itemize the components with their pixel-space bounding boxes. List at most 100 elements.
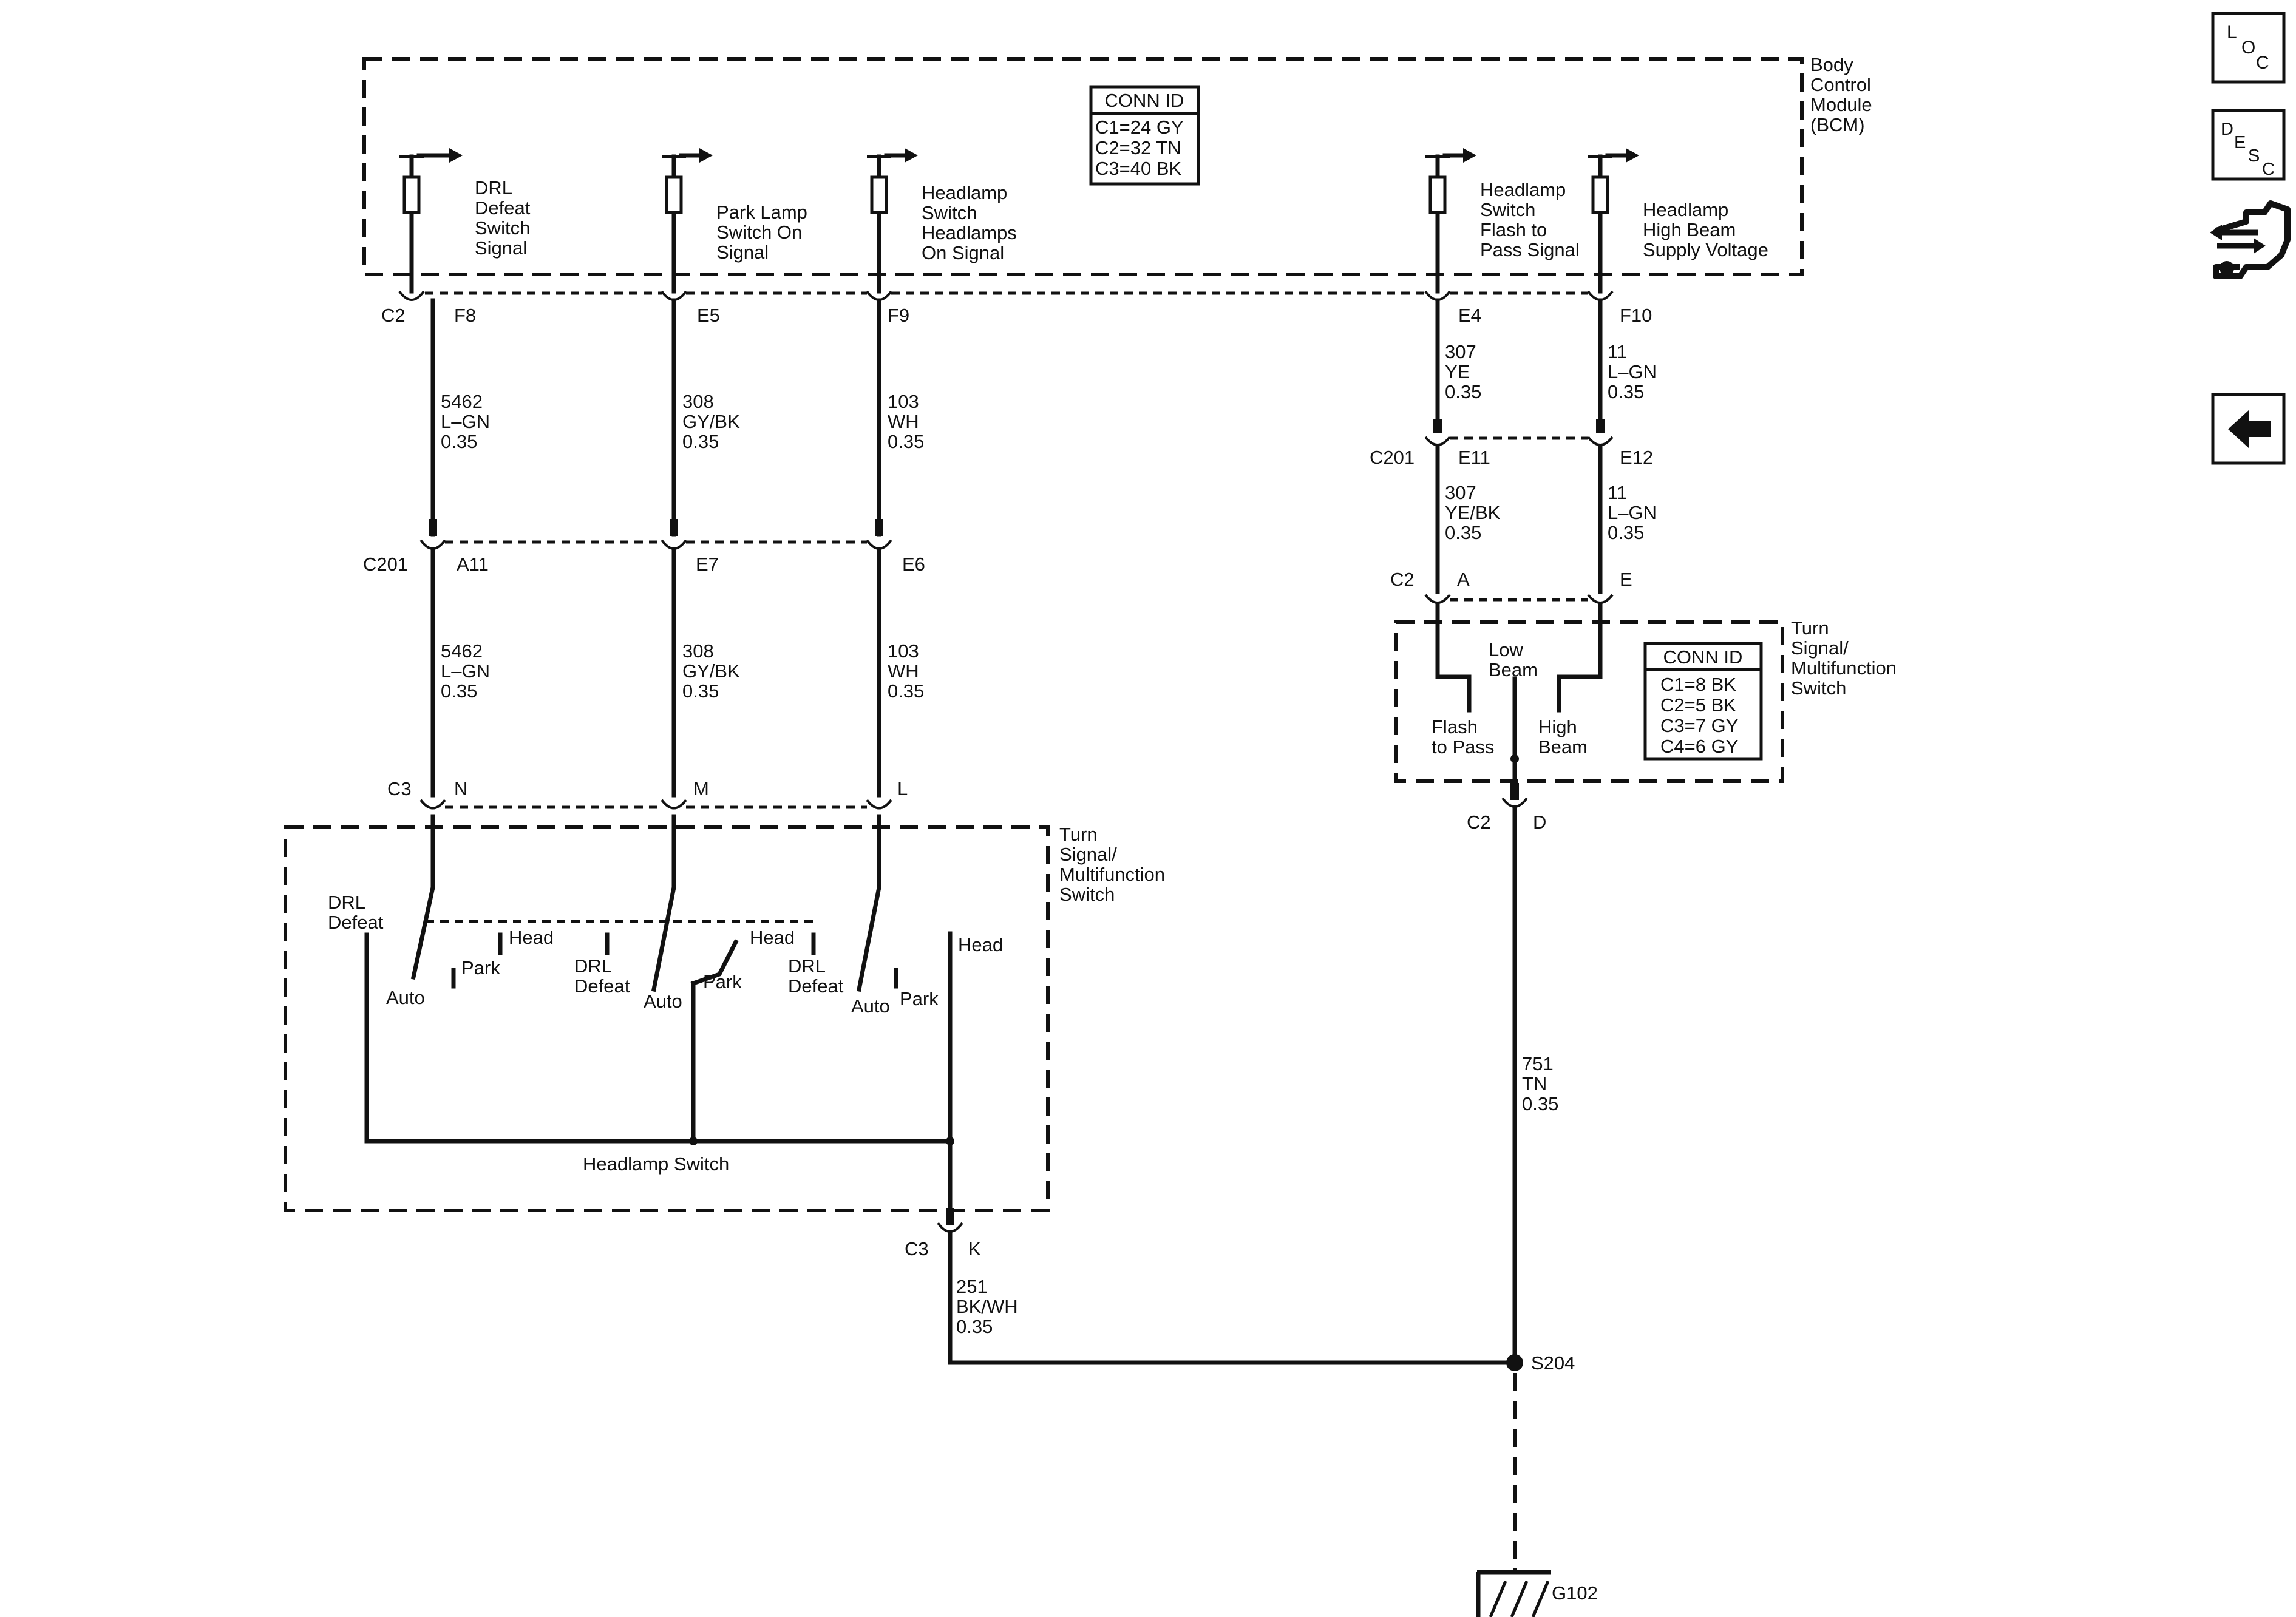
ground-g102: G102 — [1476, 1373, 1598, 1617]
wire-751: 751 TN 0.35 — [1512, 805, 1558, 1365]
back-arrow-button[interactable] — [2211, 393, 2286, 465]
wire-11-gauge: 0.35 — [1608, 381, 1644, 402]
c2-tsm-bottom-name: C2 — [1467, 812, 1491, 833]
wires-upper-right: 307 YE 0.35 11 L–GN 0.35 — [1433, 298, 1657, 433]
pin-e: E — [1620, 569, 1632, 590]
pin-d: D — [1533, 812, 1546, 833]
pos-park-1: Park — [461, 957, 500, 978]
pin-m: M — [693, 778, 709, 799]
bcm-signal-high-beam-supply — [1598, 148, 1639, 294]
c201-right-name: C201 — [1370, 447, 1415, 468]
wire-5462-lower-color: L–GN — [441, 660, 490, 682]
drl-defeat-signal-line-3: Switch — [475, 217, 530, 239]
connector-c3-left: C3 N M L — [387, 778, 908, 810]
connector-tool-icon[interactable] — [2210, 200, 2291, 279]
pos-low-beam-line-2: Beam — [1489, 659, 1538, 680]
tsm-left-label-line-1: Turn — [1059, 824, 1098, 845]
wire-308-circuit: 308 — [682, 391, 714, 412]
loc-letter-c: C — [2256, 53, 2269, 73]
bcm-label-line-3: Module — [1810, 94, 1872, 115]
tsm-right-label-line-4: Switch — [1791, 677, 1846, 699]
ground-g102-label: G102 — [1552, 1582, 1598, 1604]
desc-button[interactable]: D E S C — [2211, 109, 2286, 181]
tsm-conn-id-line-2: C2=5 BK — [1660, 694, 1736, 716]
wire-11-lower-gauge: 0.35 — [1608, 522, 1644, 543]
splice-s204: S204 — [1506, 1352, 1575, 1374]
wire-11-lower-circuit: 11 — [1608, 482, 1627, 503]
connector-c201-right: C201 E11 E12 — [1370, 436, 1653, 468]
pin-n: N — [454, 778, 467, 799]
bcm-label-line-2: Control — [1810, 74, 1871, 95]
c3-left-name: C3 — [387, 778, 412, 799]
desc-letter-s: S — [2248, 146, 2260, 166]
wire-11-lower-color: L–GN — [1608, 502, 1657, 523]
wire-308-gauge: 0.35 — [682, 431, 719, 452]
pin-f10: F10 — [1620, 305, 1652, 326]
flash-to-pass-signal-line-3: Flash to — [1480, 219, 1547, 240]
park-lamp-signal-line-3: Signal — [716, 242, 769, 263]
pos-auto-1: Auto — [386, 987, 425, 1008]
pos-drl-defeat-3-line-1: DRL — [788, 955, 826, 977]
wire-308-lower-gauge: 0.35 — [682, 680, 719, 702]
desc-letter-d: D — [2221, 120, 2233, 139]
loc-button[interactable]: L O C — [2211, 12, 2286, 84]
wire-5462-lower-gauge: 0.35 — [441, 680, 477, 702]
flash-to-pass-signal-line-2: Switch — [1480, 199, 1535, 220]
wire-307-circuit: 307 — [1445, 341, 1476, 362]
bcm-conn-id-line-2: C2=32 TN — [1095, 137, 1181, 158]
pos-head-3: Head — [958, 934, 1003, 955]
pos-drl-defeat-2-line-2: Defeat — [574, 975, 630, 997]
bcm-conn-id-line-3: C3=40 BK — [1095, 158, 1182, 179]
tsm-right-label-line-3: Multifunction — [1791, 657, 1897, 679]
pos-high-beam-line-1: High — [1538, 716, 1577, 737]
pin-f8: F8 — [454, 305, 476, 326]
tsm-conn-id-line-1: C1=8 BK — [1660, 674, 1736, 695]
headlamp-switch-label: Headlamp Switch — [583, 1153, 729, 1175]
wire-307-gauge: 0.35 — [1445, 381, 1481, 402]
tsm-left-label-line-4: Switch — [1059, 884, 1115, 905]
c3-bottom-name: C3 — [905, 1238, 929, 1259]
connector-c3-bottom: C3 K — [905, 1208, 981, 1259]
wire-251: 251 BK/WH 0.35 — [948, 1230, 1517, 1365]
pos-flash-to-pass-line-1: Flash — [1432, 716, 1478, 737]
pos-park-2: Park — [703, 971, 742, 992]
wire-103-lower-gauge: 0.35 — [888, 680, 924, 702]
wire-307-lower-gauge: 0.35 — [1445, 522, 1481, 543]
high-beam-supply-line-2: High Beam — [1643, 219, 1736, 240]
wires-upper-left: 5462 L–GN 0.35 308 GY/BK 0.35 103 WH 0.3… — [429, 298, 924, 537]
wires-lower-right: 307 YE/BK 0.35 11 L–GN 0.35 — [1435, 444, 1657, 594]
connector-c2-bcm: C2 F8 E5 F9 E4 F10 — [381, 290, 1652, 326]
wire-308-lower-color: GY/BK — [682, 660, 740, 682]
pos-auto-3: Auto — [851, 995, 890, 1017]
wire-251-color: BK/WH — [956, 1296, 1018, 1317]
wire-251-circuit: 251 — [956, 1276, 988, 1297]
bcm-conn-id-title: CONN ID — [1105, 90, 1184, 111]
wire-751-color: TN — [1522, 1073, 1547, 1094]
c201-left-name: C201 — [363, 554, 408, 575]
tsm-conn-id-line-4: C4=6 GY — [1660, 736, 1738, 757]
wire-307-color: YE — [1445, 361, 1470, 382]
tsm-right-label-line-1: Turn — [1791, 617, 1829, 639]
park-lamp-signal-line-1: Park Lamp — [716, 202, 807, 223]
drl-defeat-signal-line-2: Defeat — [475, 197, 531, 219]
wire-103-lower-color: WH — [888, 660, 919, 682]
pos-high-beam-line-2: Beam — [1538, 736, 1588, 758]
wire-5462-circuit: 5462 — [441, 391, 483, 412]
c2-tsm-top-name: C2 — [1390, 569, 1415, 590]
tsm-conn-id-title: CONN ID — [1663, 646, 1743, 668]
desc-letter-e: E — [2234, 133, 2246, 152]
c2-bcm-name: C2 — [381, 305, 406, 326]
bcm-signal-headlamps-on — [877, 148, 918, 294]
pin-k: K — [968, 1238, 981, 1259]
pin-e12: E12 — [1620, 447, 1653, 468]
wire-307-lower-color: YE/BK — [1445, 502, 1501, 523]
bcm-conn-id-line-1: C1=24 GY — [1095, 117, 1184, 138]
bcm-pin-stubs — [399, 154, 1612, 214]
tsm-conn-id-line-3: C3=7 GY — [1660, 715, 1738, 736]
back-arrow-icon — [2228, 410, 2271, 449]
pin-e4: E4 — [1458, 305, 1481, 326]
tsm-right-label-line-2: Signal/ — [1791, 637, 1849, 659]
turn-signal-switch-left: Turn Signal/ Multifunction Switch DRL De… — [284, 814, 1165, 1219]
wire-5462-lower-circuit: 5462 — [441, 640, 483, 662]
